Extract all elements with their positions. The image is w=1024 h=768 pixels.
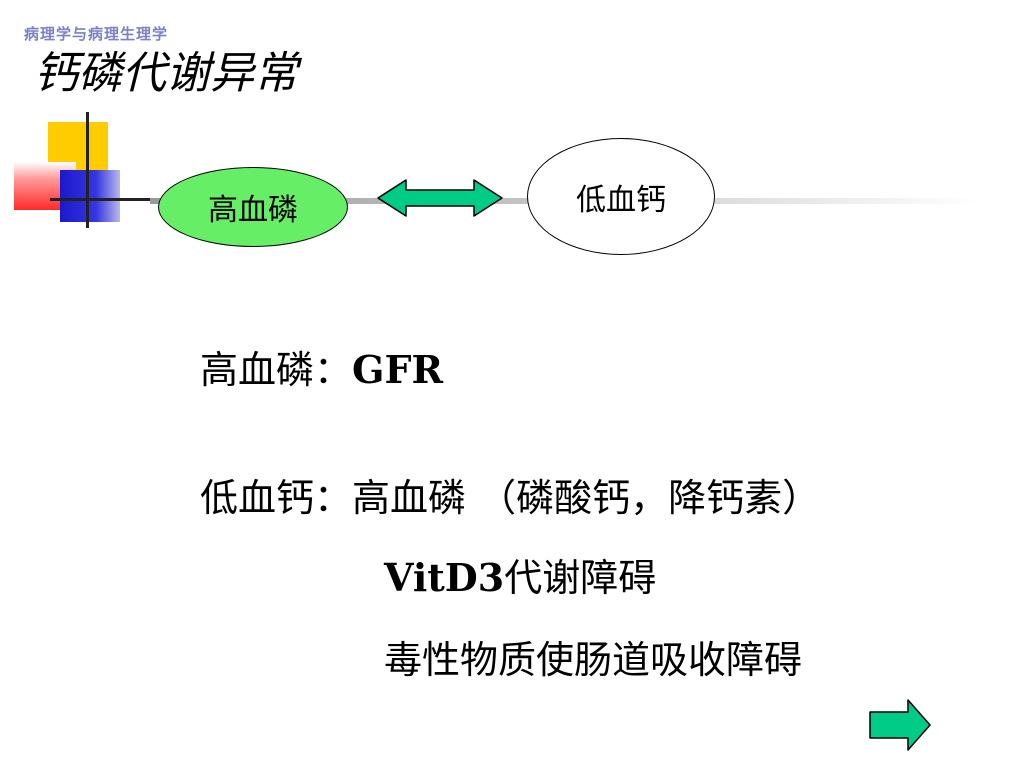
header-banner: 病理学与病理生理学 — [24, 26, 169, 42]
horizontal-line — [50, 198, 158, 201]
double-arrow-icon — [377, 179, 503, 217]
line-label: 低血钙： — [200, 476, 353, 520]
text-line-2: 低血钙：高血磷 （磷酸钙，降钙素） — [200, 476, 820, 520]
decorative-squares — [0, 100, 160, 240]
text-line-3: VitD3代谢障碍 — [384, 555, 657, 601]
node-label: 低血钙 — [576, 182, 666, 218]
arrow-right-icon[interactable] — [868, 698, 932, 752]
node-label: 高血磷 — [208, 193, 298, 228]
node-hypocalcemia: 低血钙 — [527, 138, 715, 255]
text-line-1: 高血磷：GFR — [200, 347, 444, 393]
line-latin: VitD3 — [384, 555, 505, 600]
blue-square — [60, 170, 120, 222]
line-text: 高血磷 （磷酸钙，降钙素） — [352, 476, 821, 520]
line-text: 毒性物质使肠道吸收障碍 — [384, 638, 803, 682]
text-line-4: 毒性物质使肠道吸收障碍 — [384, 638, 802, 682]
node-hyperphosphatemia: 高血磷 — [158, 167, 348, 247]
page-title: 钙磷代谢异常 — [34, 48, 298, 99]
line-text: 代谢障碍 — [504, 556, 657, 600]
line-text: GFR — [352, 347, 444, 392]
vertical-line — [86, 112, 89, 228]
line-label: 高血磷： — [200, 348, 353, 392]
